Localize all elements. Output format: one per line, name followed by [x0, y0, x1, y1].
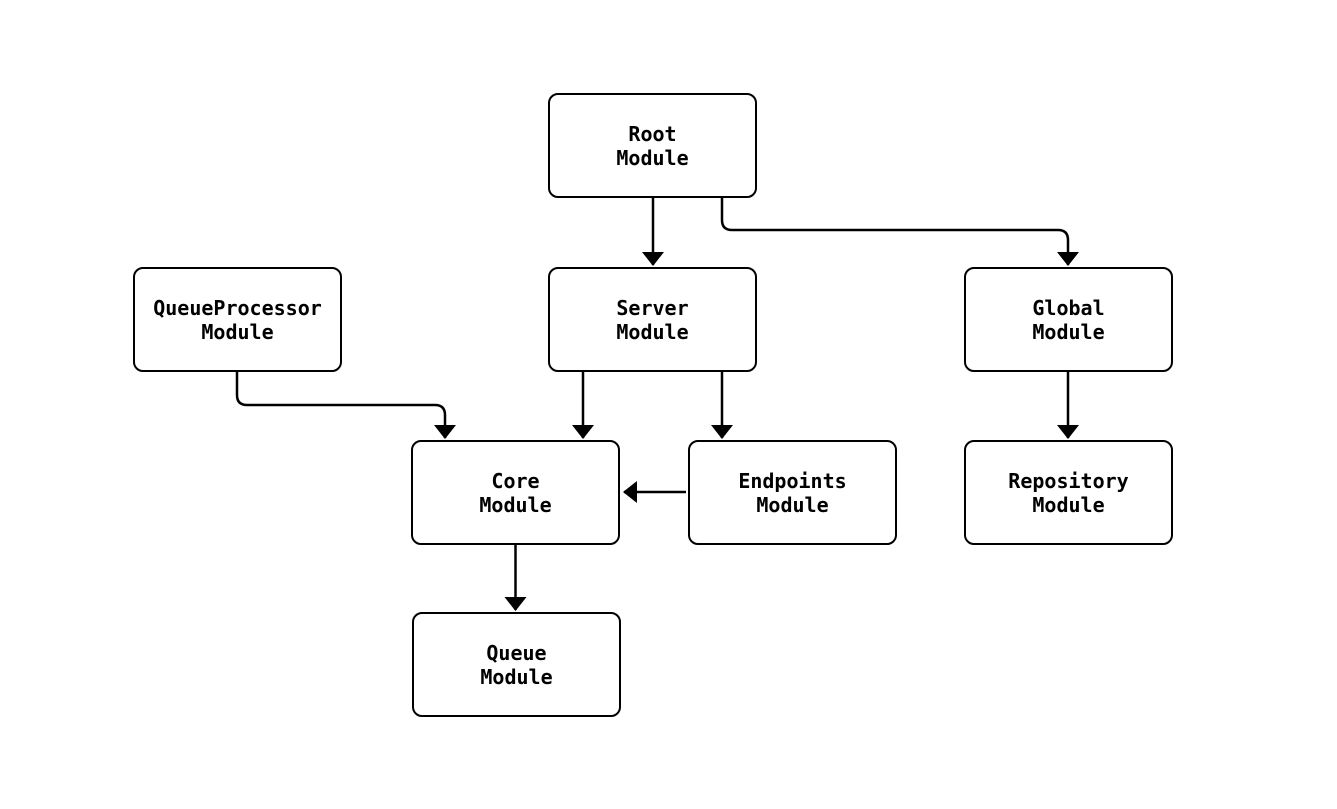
node-server-module: Server Module	[548, 267, 757, 372]
edge-root-to-global	[720, 198, 1079, 266]
node-label-line1: Queue	[486, 640, 547, 665]
node-endpoints-module: Endpoints Module	[688, 440, 897, 545]
node-label-line2: Module	[480, 664, 553, 689]
node-label-line2: Module	[756, 492, 829, 517]
node-label-line2: Module	[616, 319, 689, 344]
node-label-line2: Module	[1032, 319, 1105, 344]
node-repository-module: Repository Module	[964, 440, 1173, 545]
node-label-line1: Root	[628, 121, 677, 146]
node-label-line1: Core	[491, 468, 540, 493]
node-core-module: Core Module	[411, 440, 620, 545]
node-label-line1: Endpoints	[738, 468, 847, 493]
node-label-line2: Module	[479, 492, 552, 517]
node-global-module: Global Module	[964, 267, 1173, 372]
node-label-line2: Module	[1032, 492, 1105, 517]
node-queue-module: Queue Module	[412, 612, 621, 717]
node-queueprocessor-module: QueueProcessor Module	[133, 267, 342, 372]
node-label-line1: Repository	[1008, 468, 1129, 493]
node-label-line2: Module	[201, 319, 274, 344]
node-label-line1: Server	[616, 295, 689, 320]
node-label-line1: Global	[1032, 295, 1105, 320]
node-label-line2: Module	[616, 145, 689, 170]
edge-queueprocessor-to-core	[235, 372, 456, 439]
node-root-module: Root Module	[548, 93, 757, 198]
node-label-line1: QueueProcessor	[153, 295, 322, 320]
